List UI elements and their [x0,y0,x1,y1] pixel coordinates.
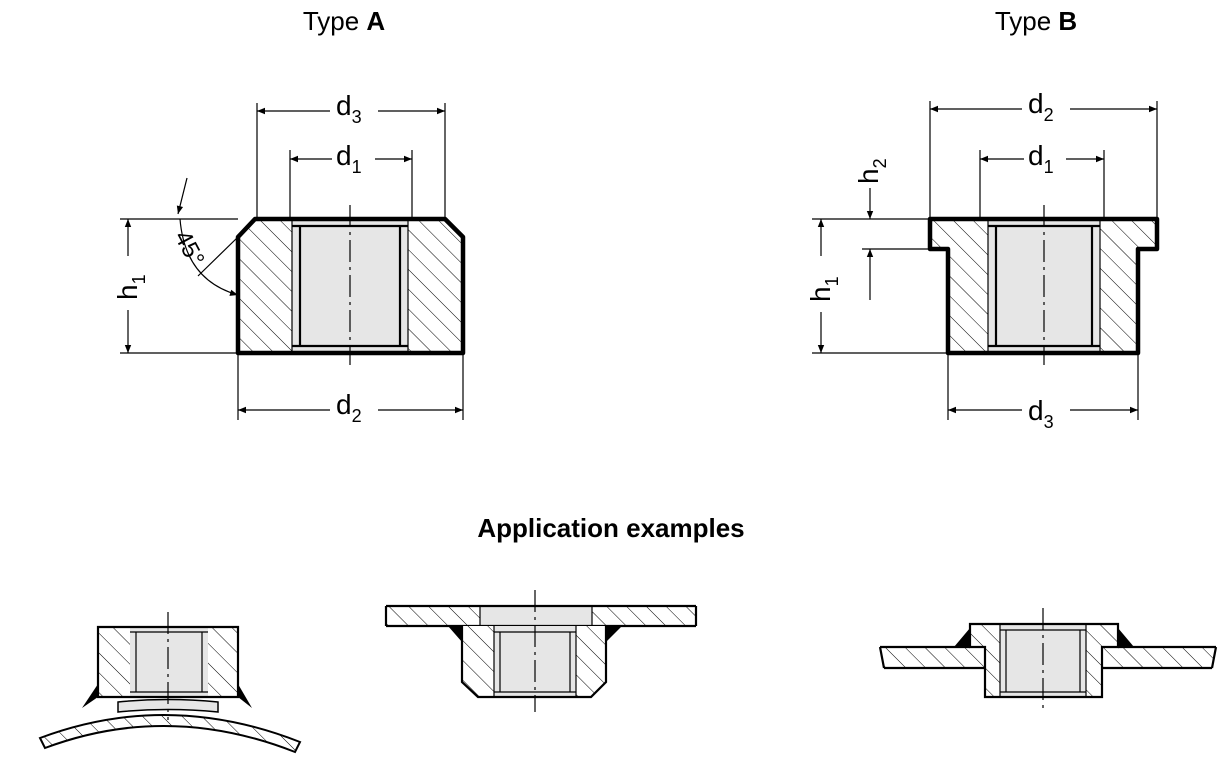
application-example-plate-type-b [878,608,1218,712]
application-examples-title: Application examples [477,513,744,543]
type-a-angle-label: 45° [169,226,210,271]
type-b-d2-label: d2 [1028,88,1054,125]
type-a-left-wall [238,219,292,353]
type-b-right-wall [1100,219,1157,353]
type-b-h2-label: h2 [853,158,890,184]
application-example-plate-type-a [384,590,698,712]
type-b-h1-label: h1 [805,276,842,302]
type-a-d3-label: d3 [336,90,362,127]
type-a-d1-label: d1 [336,140,362,177]
type-a-h1-label: h1 [112,274,149,300]
type-a-right-wall [408,219,463,353]
type-b-d3-label: d3 [1028,395,1054,432]
type-a-drawing: d3 d1 d2 h1 45° [112,90,466,426]
type-b-title: Type B [995,6,1077,36]
type-b-d1-label: d1 [1028,140,1054,177]
type-b-left-wall [930,219,988,353]
type-a-d2-label: d2 [336,389,362,426]
application-example-curved [38,612,302,754]
type-a-title: Type A [303,6,386,36]
type-b-drawing: d2 d1 d3 h1 h2 [805,88,1160,432]
